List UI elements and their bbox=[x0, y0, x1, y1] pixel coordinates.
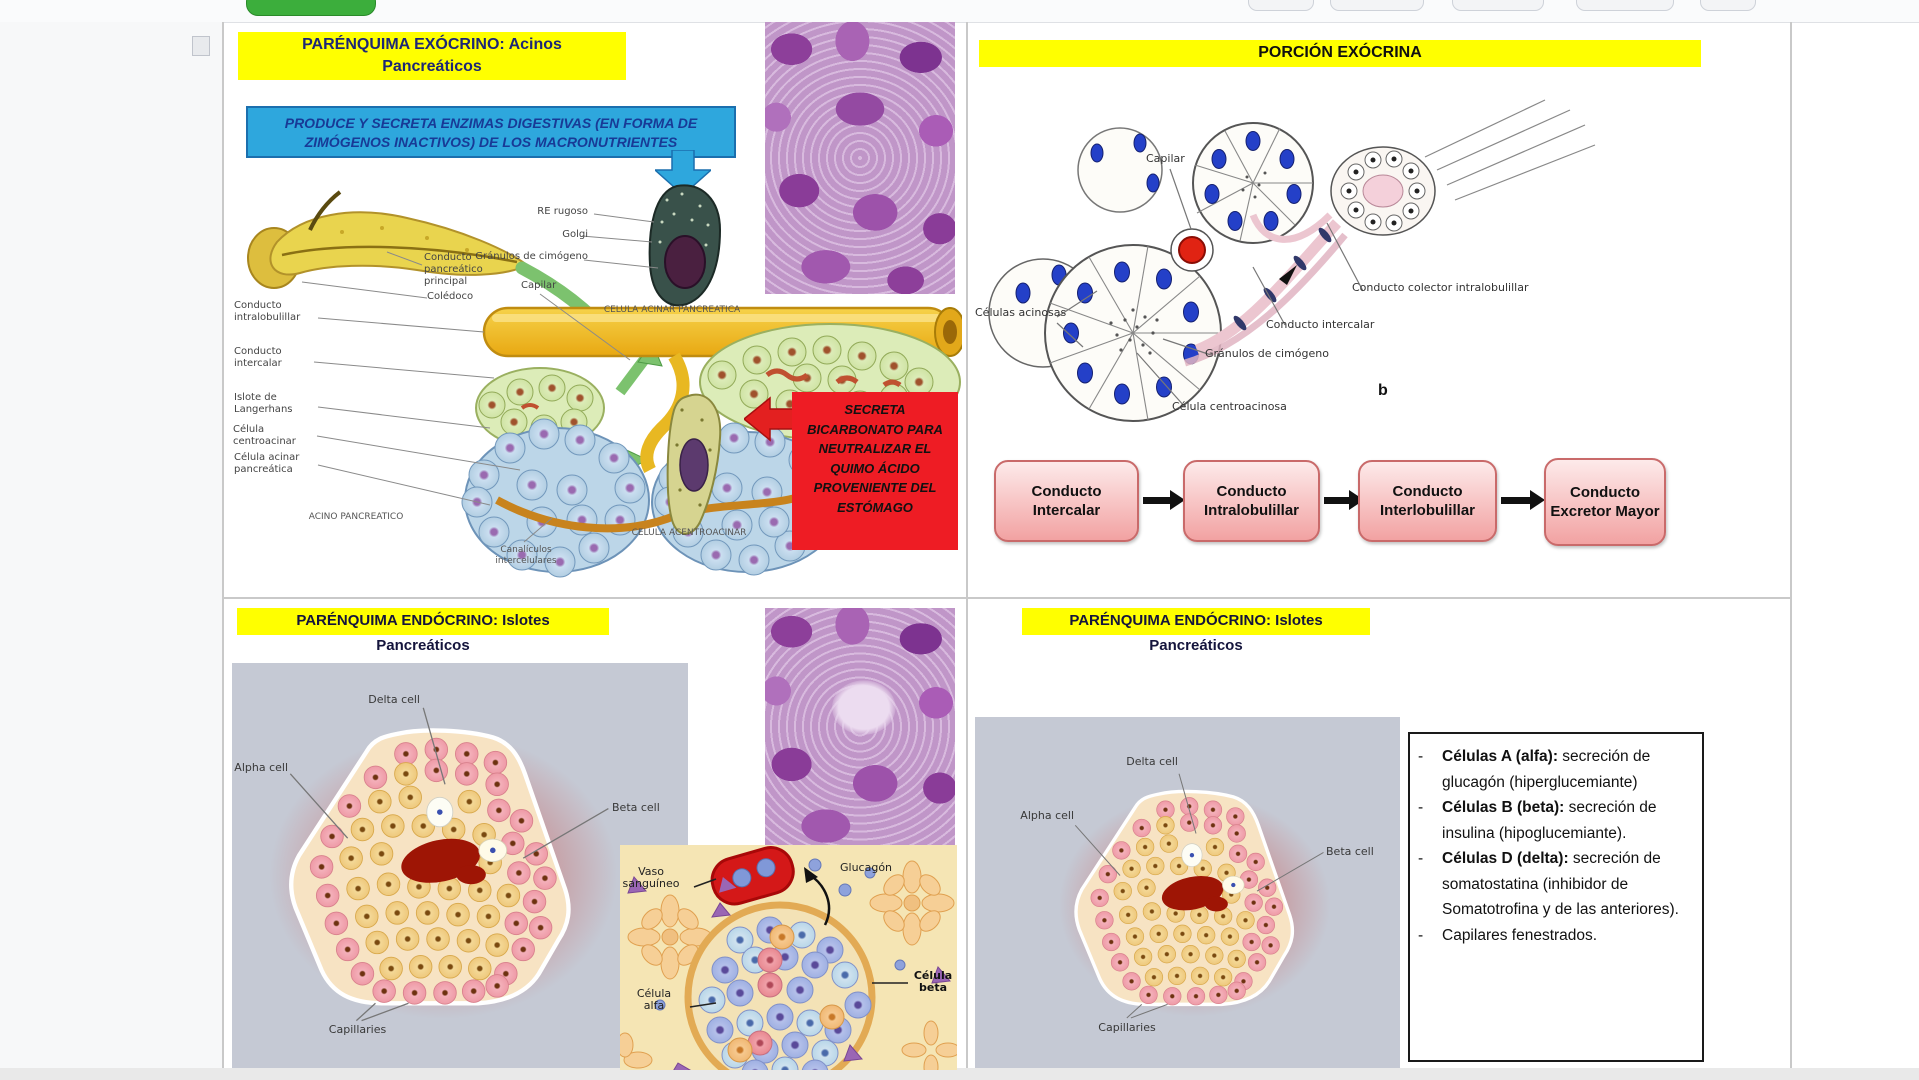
title-line2: Pancreáticos bbox=[382, 58, 482, 75]
label-capilar: Capilar bbox=[521, 280, 557, 291]
label-celula-acinar: Célula acinar pancreática bbox=[234, 452, 300, 475]
title-endocrino-left: PARÉNQUIMA ENDÓCRINO: Islotes bbox=[237, 608, 609, 635]
quadrant-divider-vertical bbox=[966, 22, 968, 1068]
note-celulas-b: - Células B (beta): secreción de insulin… bbox=[1418, 799, 1657, 842]
top-toolbar bbox=[0, 0, 1919, 23]
histology-image-acini bbox=[765, 22, 955, 294]
title-line1: PARÉNQUIMA EXÓCRINO: Acinos bbox=[302, 36, 562, 53]
label-conducto-intercalar: Conducto intercalar bbox=[234, 346, 282, 369]
subtitle-endocrino-left: Pancreáticos bbox=[376, 637, 470, 654]
label-granulos-cimogeno-right: Gránulos de cimógeno bbox=[1205, 347, 1329, 360]
alert-box-bicarbonato: SECRETA BICARBONATO PARA NEUTRALIZAR EL … bbox=[792, 392, 958, 550]
note-a-lead: Células A (alfa): bbox=[1442, 748, 1558, 765]
note-d-text: secreción de somatostatina (inhibidor de… bbox=[1442, 850, 1679, 918]
label-golgi: Golgi bbox=[562, 229, 588, 240]
note-b-text: secreción de insulina (hipoglucemiante). bbox=[1442, 799, 1657, 842]
label-vaso-sanguineo: Vaso sanguíneo bbox=[622, 865, 680, 890]
label-islote-langerhans: Islote de Langerhans bbox=[234, 392, 293, 415]
label-granulos-cimogeno: Gránulos de cimógeno bbox=[475, 251, 588, 262]
flow-box-conducto-excretor-mayor: Conducto Excretor Mayor bbox=[1544, 458, 1666, 546]
page-corner-widget bbox=[192, 36, 210, 56]
note-cap-text: Capilares fenestrados. bbox=[1442, 926, 1598, 944]
flow-box-conducto-intercalar: Conducto Intercalar bbox=[994, 460, 1139, 542]
caption-celula-centroacinar: CELULA ACENTROACINAR bbox=[631, 528, 747, 538]
green-action-button[interactable] bbox=[246, 0, 376, 16]
left-margin bbox=[0, 22, 222, 1068]
note-celulas-a: - Células A (alfa): secreción de glucagó… bbox=[1418, 748, 1651, 791]
toolbar-chip-3[interactable] bbox=[1452, 0, 1544, 11]
label-conducto-intralobulillar: Conducto intralobulillar bbox=[234, 300, 301, 323]
slide-left-border bbox=[222, 22, 224, 1068]
title-porcion-exocrina: PORCIÓN EXÓCRINA bbox=[979, 40, 1701, 67]
slide-right-border bbox=[1790, 22, 1792, 1068]
quadrant-divider-horizontal bbox=[222, 597, 1792, 599]
blue-down-arrow-icon bbox=[655, 150, 711, 196]
caption-acino-pancreatico: ACINO PANCREATICO bbox=[308, 512, 404, 522]
label-alpha-cell-left: Alpha cell bbox=[234, 761, 288, 774]
flow-arrow-3 bbox=[1501, 490, 1545, 510]
toolbar-chip-5[interactable] bbox=[1700, 0, 1756, 11]
histology-image-islet bbox=[765, 608, 955, 845]
title-endocrino-right: PARÉNQUIMA ENDÓCRINO: Islotes bbox=[1022, 608, 1370, 635]
label-coledoco: Colédoco bbox=[427, 291, 474, 302]
islet-notes-box: - Células A (alfa): secreción de glucagó… bbox=[1408, 732, 1704, 1062]
label-celula-alfa: Célula alfa bbox=[636, 987, 672, 1012]
label-conducto-colector: Conducto colector intralobulillar bbox=[1352, 281, 1529, 294]
label-delta-cell-left: Delta cell bbox=[368, 693, 420, 706]
islet-diagram-right bbox=[1057, 772, 1332, 1020]
label-beta-cell-left: Beta cell bbox=[612, 801, 660, 814]
bottom-strip bbox=[0, 1068, 1919, 1080]
label-conducto-intercalar-right: Conducto intercalar bbox=[1266, 318, 1375, 331]
label-conducto-pancreatico-principal: Conducto pancreático principal bbox=[424, 252, 483, 287]
flow-box-conducto-intralobulillar: Conducto Intralobulillar bbox=[1183, 460, 1320, 542]
label-capilar-right: Capilar bbox=[1146, 152, 1185, 165]
label-celula-beta: Célula beta bbox=[913, 969, 953, 994]
label-celula-centroacinar: Célula centroacinar bbox=[233, 424, 296, 447]
caption-canaliculos-intercelulares: Canalículos intercelulares bbox=[495, 545, 557, 566]
exocrine-portion-diagram bbox=[988, 99, 1596, 422]
label-glucagon: Glucagón bbox=[840, 861, 893, 874]
label-celula-centroacinosa: Célula centroacinosa bbox=[1172, 400, 1287, 413]
note-b-lead: Células B (beta): bbox=[1442, 799, 1565, 816]
toolbar-chip-2[interactable] bbox=[1330, 0, 1424, 11]
label-re-rugoso: RE rugoso bbox=[537, 206, 588, 217]
label-alpha-cell-right: Alpha cell bbox=[1020, 809, 1074, 822]
toolbar-chip-4[interactable] bbox=[1576, 0, 1674, 11]
note-a-text: secreción de glucagón (hiperglucemiante) bbox=[1442, 748, 1651, 791]
exocrine-acinus-diagram bbox=[247, 184, 962, 578]
figure-letter-b: b bbox=[1378, 382, 1388, 399]
title-parenquima-exocrino: PARÉNQUIMA EXÓCRINO: Acinos Pancreáticos bbox=[238, 32, 626, 80]
info-box-enzimas: PRODUCE Y SECRETA ENZIMAS DIGESTIVAS (EN… bbox=[246, 106, 736, 158]
note-d-lead: Células D (delta): bbox=[1442, 850, 1569, 867]
toolbar-chip-1[interactable] bbox=[1248, 0, 1314, 11]
label-beta-cell-right: Beta cell bbox=[1326, 845, 1374, 858]
flow-arrow-1 bbox=[1143, 490, 1185, 510]
note-celulas-d: - Células D (delta): secreción de somato… bbox=[1418, 850, 1679, 918]
note-capilares: - Capilares fenestrados. bbox=[1418, 926, 1598, 944]
flow-box-conducto-interlobulillar: Conducto Interlobulillar bbox=[1358, 460, 1497, 542]
red-left-arrow-icon bbox=[744, 396, 794, 442]
islet-closeup-inset bbox=[620, 845, 957, 1070]
label-capillaries-left: Capillaries bbox=[328, 1023, 387, 1036]
label-celulas-acinosas: Células acinosas bbox=[975, 306, 1067, 319]
subtitle-endocrino-right: Pancreáticos bbox=[1149, 637, 1243, 654]
islet-diagram-left bbox=[245, 680, 645, 1045]
caption-celula-acinar-pancreatica: CELULA ACINAR PANCREATICA bbox=[603, 305, 741, 315]
flow-arrow-2 bbox=[1324, 490, 1364, 510]
label-capillaries-right: Capillaries bbox=[1098, 1021, 1156, 1034]
label-delta-cell-right: Delta cell bbox=[1126, 755, 1178, 768]
